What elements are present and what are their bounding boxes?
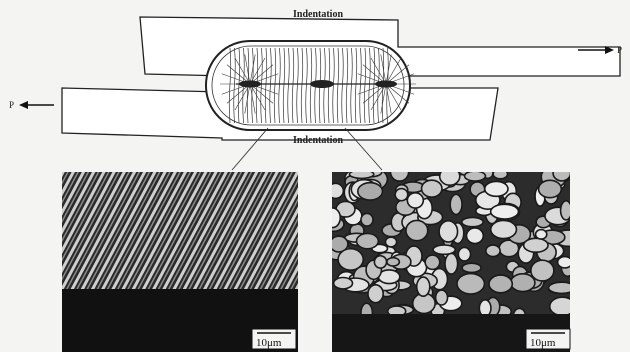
weld-defect-center	[310, 80, 334, 88]
micrograph-right: 10μm	[323, 163, 580, 352]
scale-bar-label-left: 10μm	[256, 337, 282, 349]
micrograph-left: 10μm	[62, 172, 298, 352]
force-label-right: P	[617, 45, 622, 55]
indentation-label-bottom: Indentation	[293, 135, 343, 146]
force-arrowhead-left-icon	[19, 101, 28, 109]
weld-defect-right	[375, 81, 397, 88]
indentation-label-top: Indentation	[293, 9, 343, 20]
force-label-left: P	[9, 100, 14, 110]
lap-joint-schematic: Indentation Indentation P P	[9, 9, 622, 170]
scale-bar-label-right: 10μm	[530, 337, 556, 349]
weld-defect-left	[239, 81, 261, 88]
